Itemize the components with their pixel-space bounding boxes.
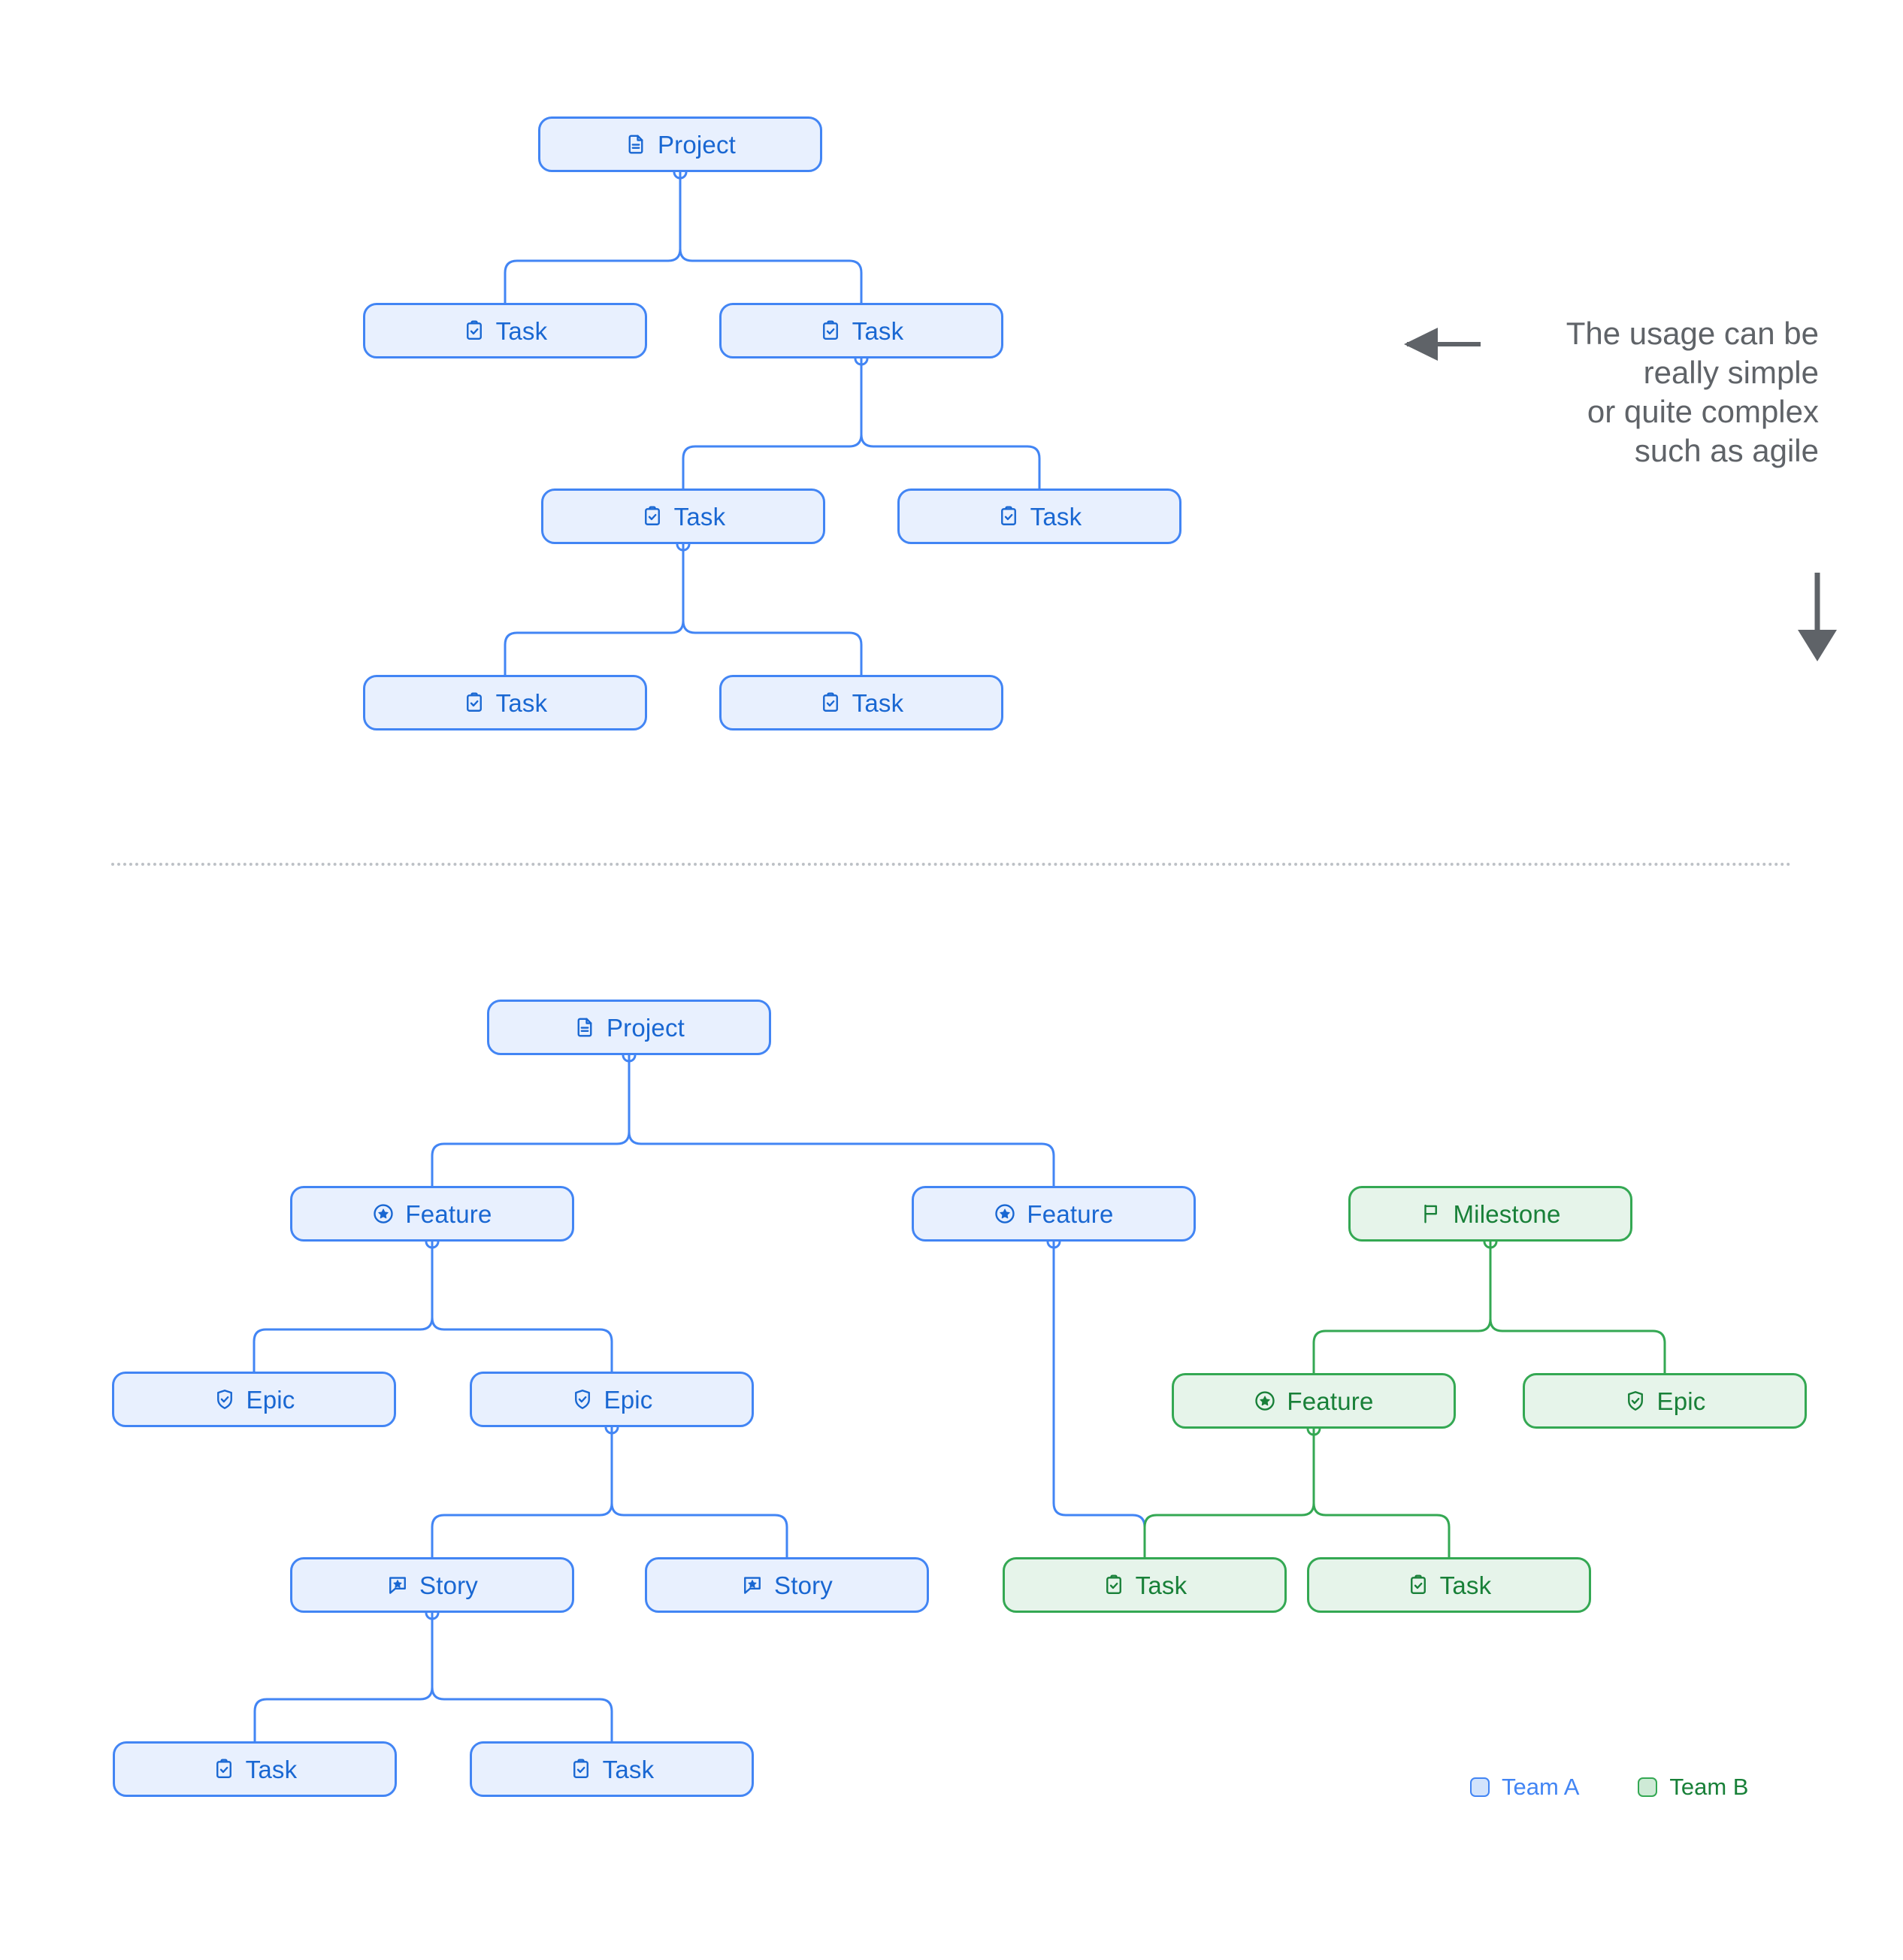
annotation-line-4: such as agile	[1634, 433, 1819, 469]
node-label: Task	[602, 1755, 655, 1783]
legend-label-team-b: Team B	[1669, 1774, 1749, 1800]
clipboard-check-icon	[463, 691, 486, 714]
annotation-line-1: The usage can be	[1566, 316, 1819, 351]
node-feature[interactable]: Feature	[290, 1186, 574, 1242]
star-circle-icon	[372, 1202, 395, 1225]
node-label: Task	[495, 316, 548, 345]
connector-edge	[431, 1613, 613, 1741]
clipboard-check-icon	[213, 1758, 235, 1780]
connector-edge	[253, 1613, 434, 1741]
connector-edge	[431, 1055, 631, 1186]
connector-edge	[1143, 1429, 1315, 1557]
node-task[interactable]: Task	[363, 675, 647, 730]
shield-check-icon	[571, 1388, 594, 1411]
bubble-star-icon	[741, 1574, 764, 1596]
node-label: Epic	[246, 1385, 295, 1414]
node-task[interactable]: Task	[541, 488, 825, 544]
node-epic[interactable]: Epic	[470, 1372, 754, 1427]
node-task[interactable]: Task	[1003, 1557, 1287, 1613]
node-label: Story	[419, 1571, 479, 1599]
node-epic[interactable]: Epic	[112, 1372, 396, 1427]
connector-edge	[253, 1242, 434, 1372]
annotation-line-3: or quite complex	[1587, 394, 1819, 430]
shield-check-icon	[1624, 1390, 1647, 1412]
node-label: Task	[1135, 1571, 1187, 1599]
team-legend: Team A Team B	[1470, 1774, 1749, 1801]
connector-edge	[682, 358, 863, 488]
arrow-down-icon	[1798, 573, 1837, 661]
legend-label-team-a: Team A	[1502, 1774, 1580, 1800]
node-label: Task	[673, 502, 726, 531]
connector-edge	[504, 544, 685, 675]
connector-edge	[860, 358, 1041, 488]
node-label: Story	[773, 1571, 834, 1599]
bubble-star-icon	[386, 1574, 409, 1596]
node-task[interactable]: Task	[897, 488, 1181, 544]
node-feature[interactable]: Feature	[1172, 1373, 1456, 1429]
node-task[interactable]: Task	[719, 675, 1003, 730]
node-label: Task	[852, 316, 904, 345]
legend-item-team-b: Team B	[1638, 1774, 1749, 1801]
clipboard-check-icon	[641, 505, 664, 528]
clipboard-check-icon	[819, 691, 842, 714]
connector-edge	[431, 1242, 613, 1372]
node-label: Project	[657, 130, 737, 159]
connector-edge	[679, 172, 863, 303]
connector-edge	[1489, 1242, 1666, 1373]
node-task[interactable]: Task	[113, 1741, 397, 1797]
star-circle-icon	[994, 1202, 1016, 1225]
node-label: Task	[495, 688, 548, 717]
node-feature[interactable]: Feature	[912, 1186, 1196, 1242]
clipboard-check-icon	[463, 319, 486, 342]
connector-edge	[504, 172, 682, 303]
clipboard-check-icon	[570, 1758, 592, 1780]
star-circle-icon	[1254, 1390, 1276, 1412]
clipboard-check-icon	[819, 319, 842, 342]
node-epic[interactable]: Epic	[1523, 1373, 1807, 1429]
clipboard-check-icon	[1103, 1574, 1125, 1596]
node-project[interactable]: Project	[487, 1000, 771, 1055]
connector-edge	[1312, 1242, 1492, 1373]
node-task[interactable]: Task	[1307, 1557, 1591, 1613]
shield-check-icon	[213, 1388, 236, 1411]
node-milestone[interactable]: Milestone	[1348, 1186, 1632, 1242]
connector-edge	[1052, 1242, 1146, 1557]
square-swatch-blue-icon	[1470, 1777, 1490, 1797]
document-icon	[625, 133, 647, 156]
connector-edge	[610, 1427, 788, 1557]
legend-item-team-a: Team A	[1470, 1774, 1579, 1801]
node-label: Task	[1439, 1571, 1492, 1599]
annotation-line-2: really simple	[1643, 355, 1819, 391]
node-task[interactable]: Task	[470, 1741, 754, 1797]
clipboard-check-icon	[997, 505, 1020, 528]
node-label: Task	[852, 688, 904, 717]
section-divider	[111, 863, 1792, 866]
document-icon	[573, 1016, 596, 1039]
node-task[interactable]: Task	[363, 303, 647, 358]
flag-icon	[1420, 1202, 1442, 1225]
connector-edge	[682, 544, 863, 675]
node-label: Epic	[604, 1385, 653, 1414]
node-label: Feature	[1287, 1387, 1374, 1415]
node-label: Feature	[1027, 1199, 1114, 1228]
usage-annotation: The usage can be really simple or quite …	[1368, 314, 1819, 470]
node-label: Milestone	[1453, 1199, 1561, 1228]
node-label: Epic	[1656, 1387, 1706, 1415]
node-label: Task	[1030, 502, 1082, 531]
node-label: Project	[606, 1013, 685, 1042]
node-label: Task	[245, 1755, 298, 1783]
node-story[interactable]: Story	[290, 1557, 574, 1613]
node-story[interactable]: Story	[645, 1557, 929, 1613]
node-project[interactable]: Project	[538, 116, 822, 172]
clipboard-check-icon	[1407, 1574, 1430, 1596]
connector-edge	[431, 1427, 613, 1557]
connector-edge	[628, 1055, 1055, 1186]
connector-edge	[1312, 1429, 1451, 1557]
node-label: Feature	[405, 1199, 492, 1228]
square-swatch-green-icon	[1638, 1777, 1658, 1797]
node-task[interactable]: Task	[719, 303, 1003, 358]
